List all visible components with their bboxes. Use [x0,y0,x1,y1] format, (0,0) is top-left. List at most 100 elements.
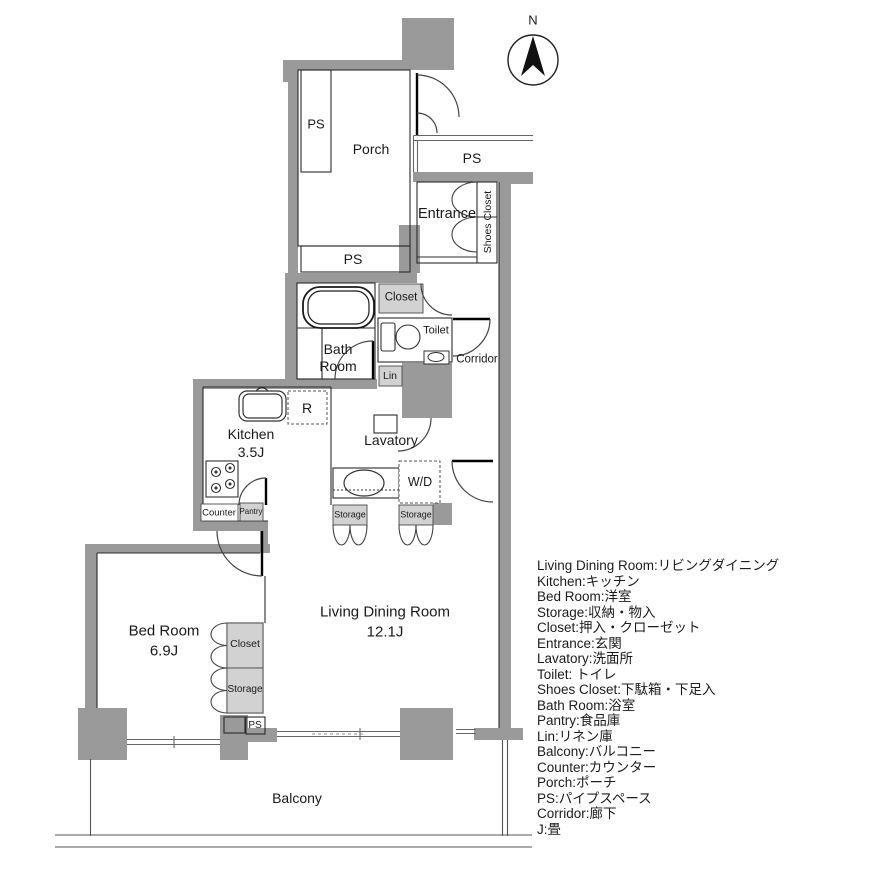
closet-by-toilet [378,283,424,314]
toilet-fixture [380,322,421,352]
label-corridor: Corridor [456,353,498,366]
legend-line: Porch:ポーチ [537,775,617,790]
bedroom-storage-bifold [210,689,228,714]
toilet-door-swing [452,318,491,357]
lavatory-sink [333,469,399,497]
living-door-swing [451,460,494,503]
pillar-left [78,708,127,760]
label-bath-1: Bath [323,341,353,357]
label-bath-2: Room [319,358,357,374]
toilet-room [377,317,453,363]
label-storage-2: Storage [400,509,432,520]
label-bedroom: Bed Room [128,622,200,640]
meter-box [223,716,246,734]
door-swings [216,74,494,577]
storage1-bifold [349,524,368,546]
legend-line: J:畳 [537,821,562,837]
compass-north-label: N [528,12,538,28]
dashed-boxes [287,390,441,504]
lavatory-door-swing [397,417,432,452]
closet-door-swing [420,283,453,316]
legend-line: Closet:押入・クローゼット [537,620,701,635]
bedroom-closet-bifold [210,644,228,669]
bath-room [296,282,376,380]
walls [78,18,533,760]
label-storage-bedroom: Storage [227,684,263,695]
label-ps-porch: PS [307,116,325,132]
label-kitchen-size: 3.5J [237,444,265,460]
label-ldr: Living Dining Room [319,603,451,621]
bath-door-swing [334,340,374,380]
pantry-box [239,502,264,522]
room-outlines [96,69,500,735]
legend-line: PS:パイプスペース [537,790,652,806]
label-ldr-size: 12.1J [366,623,404,641]
bedroom-closet-bifold [210,622,228,647]
hand-basin [423,350,450,365]
legend-line: Entrance:玄関 [537,635,622,651]
legend-line: Bed Room:洋室 [537,589,632,604]
legend-line: Bath Room:浴室 [537,697,636,713]
ps-band [300,245,411,273]
legend-line: Shoes Closet:下駄箱・下足入 [537,682,716,697]
bedroom-storage-bifold [210,667,228,692]
storage2-bifold [398,524,417,546]
bedroom-door-swing [216,530,263,577]
label-entrance: Entrance [417,205,477,222]
legend-line: Counter:カウンター [537,759,657,775]
stove [205,460,239,498]
structural-block-top [402,18,454,70]
legend-line: Lin:リネン庫 [537,728,613,744]
label-shoes-closet: Shoes Closet [481,190,494,254]
shoes-closet-bifold [451,216,478,253]
legend-line: Toilet: トイレ [537,666,617,682]
bathtub [302,286,375,329]
kitchen-sink [238,386,287,422]
north-arrow-icon [521,36,545,76]
washer-dryer-space [398,460,441,504]
windows [127,134,533,748]
label-refrigerator: R [301,400,313,416]
refrigerator-space [287,390,328,425]
storage1-bifold [332,524,351,546]
label-bedroom-size: 6.9J [149,642,179,660]
linen-closet [378,365,403,387]
legend-line: Kitchen:キッチン [537,573,640,589]
label-counter: Counter [202,507,236,519]
label-closet-toilet: Closet [384,291,418,304]
legend: Living Dining Room:リビングダイニング Kitchen:キッチ… [537,558,779,837]
ps-small-box [245,716,266,735]
label-wd: W/D [407,474,433,489]
label-balcony: Balcony [272,790,322,806]
legend-line: Lavatory:洗面所 [537,651,634,666]
structural-block-corridor [402,363,452,418]
legend-line: Storage:収納・物入 [537,604,656,620]
kitchen-door-swing [238,477,267,506]
bedroom-storage [226,667,264,714]
label-toilet: Toilet [423,324,449,337]
bifold-doors [210,181,478,714]
door-leaves [260,73,493,576]
ps-niche [300,69,332,173]
label-porch: Porch [352,141,390,157]
porch-room [297,69,411,247]
entry-door-swing [416,74,460,118]
legend-line: Corridor:廊下 [537,806,617,821]
legend-line: Living Dining Room:リビングダイニング [537,558,780,573]
corridor-cabinet [373,414,398,434]
label-lavatory: Lavatory [364,432,418,448]
counter-box [200,503,239,522]
compass [507,34,559,86]
pillar-center [400,708,453,760]
label-closet-bedroom: Closet [230,637,260,650]
legend-line: Pantry:食品庫 [537,713,621,728]
label-lin: Lin [382,369,398,382]
label-storage-1: Storage [334,509,366,520]
shoes-closet-bifold [451,181,478,218]
entrance-room [416,181,498,264]
storage2-bifold [415,524,434,546]
legend-line: Balcony:バルコニー [537,744,657,759]
lavatory-counter [332,467,400,499]
label-ps-small: PS [248,720,262,731]
